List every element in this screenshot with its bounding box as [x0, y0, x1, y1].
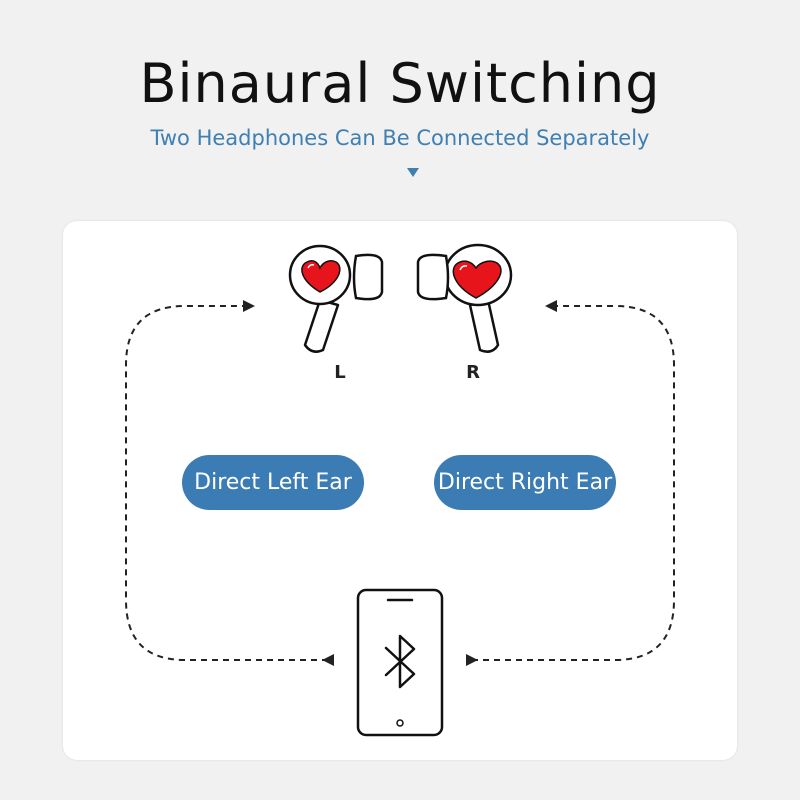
- direct-left-ear-button[interactable]: Direct Left Ear: [182, 455, 364, 510]
- left-connection-path: [125, 300, 334, 666]
- arrow-right-icon: [243, 300, 255, 312]
- arrow-right-icon: [466, 654, 478, 666]
- arrow-left-icon: [545, 300, 557, 312]
- page-subtitle: Two Headphones Can Be Connected Separate…: [150, 126, 650, 150]
- bluetooth-icon: [384, 634, 416, 689]
- left-ear-label: L: [334, 362, 346, 383]
- left-earbud-heart-icon: [288, 244, 384, 353]
- arrow-left-icon: [322, 654, 334, 666]
- down-triangle-icon: [407, 168, 419, 177]
- right-connection-path: [466, 300, 675, 666]
- page-title: Binaural Switching: [139, 52, 661, 115]
- right-ear-label: R: [466, 362, 480, 383]
- direct-right-ear-button[interactable]: Direct Right Ear: [434, 455, 616, 510]
- right-earbud-heart-icon: [416, 243, 513, 353]
